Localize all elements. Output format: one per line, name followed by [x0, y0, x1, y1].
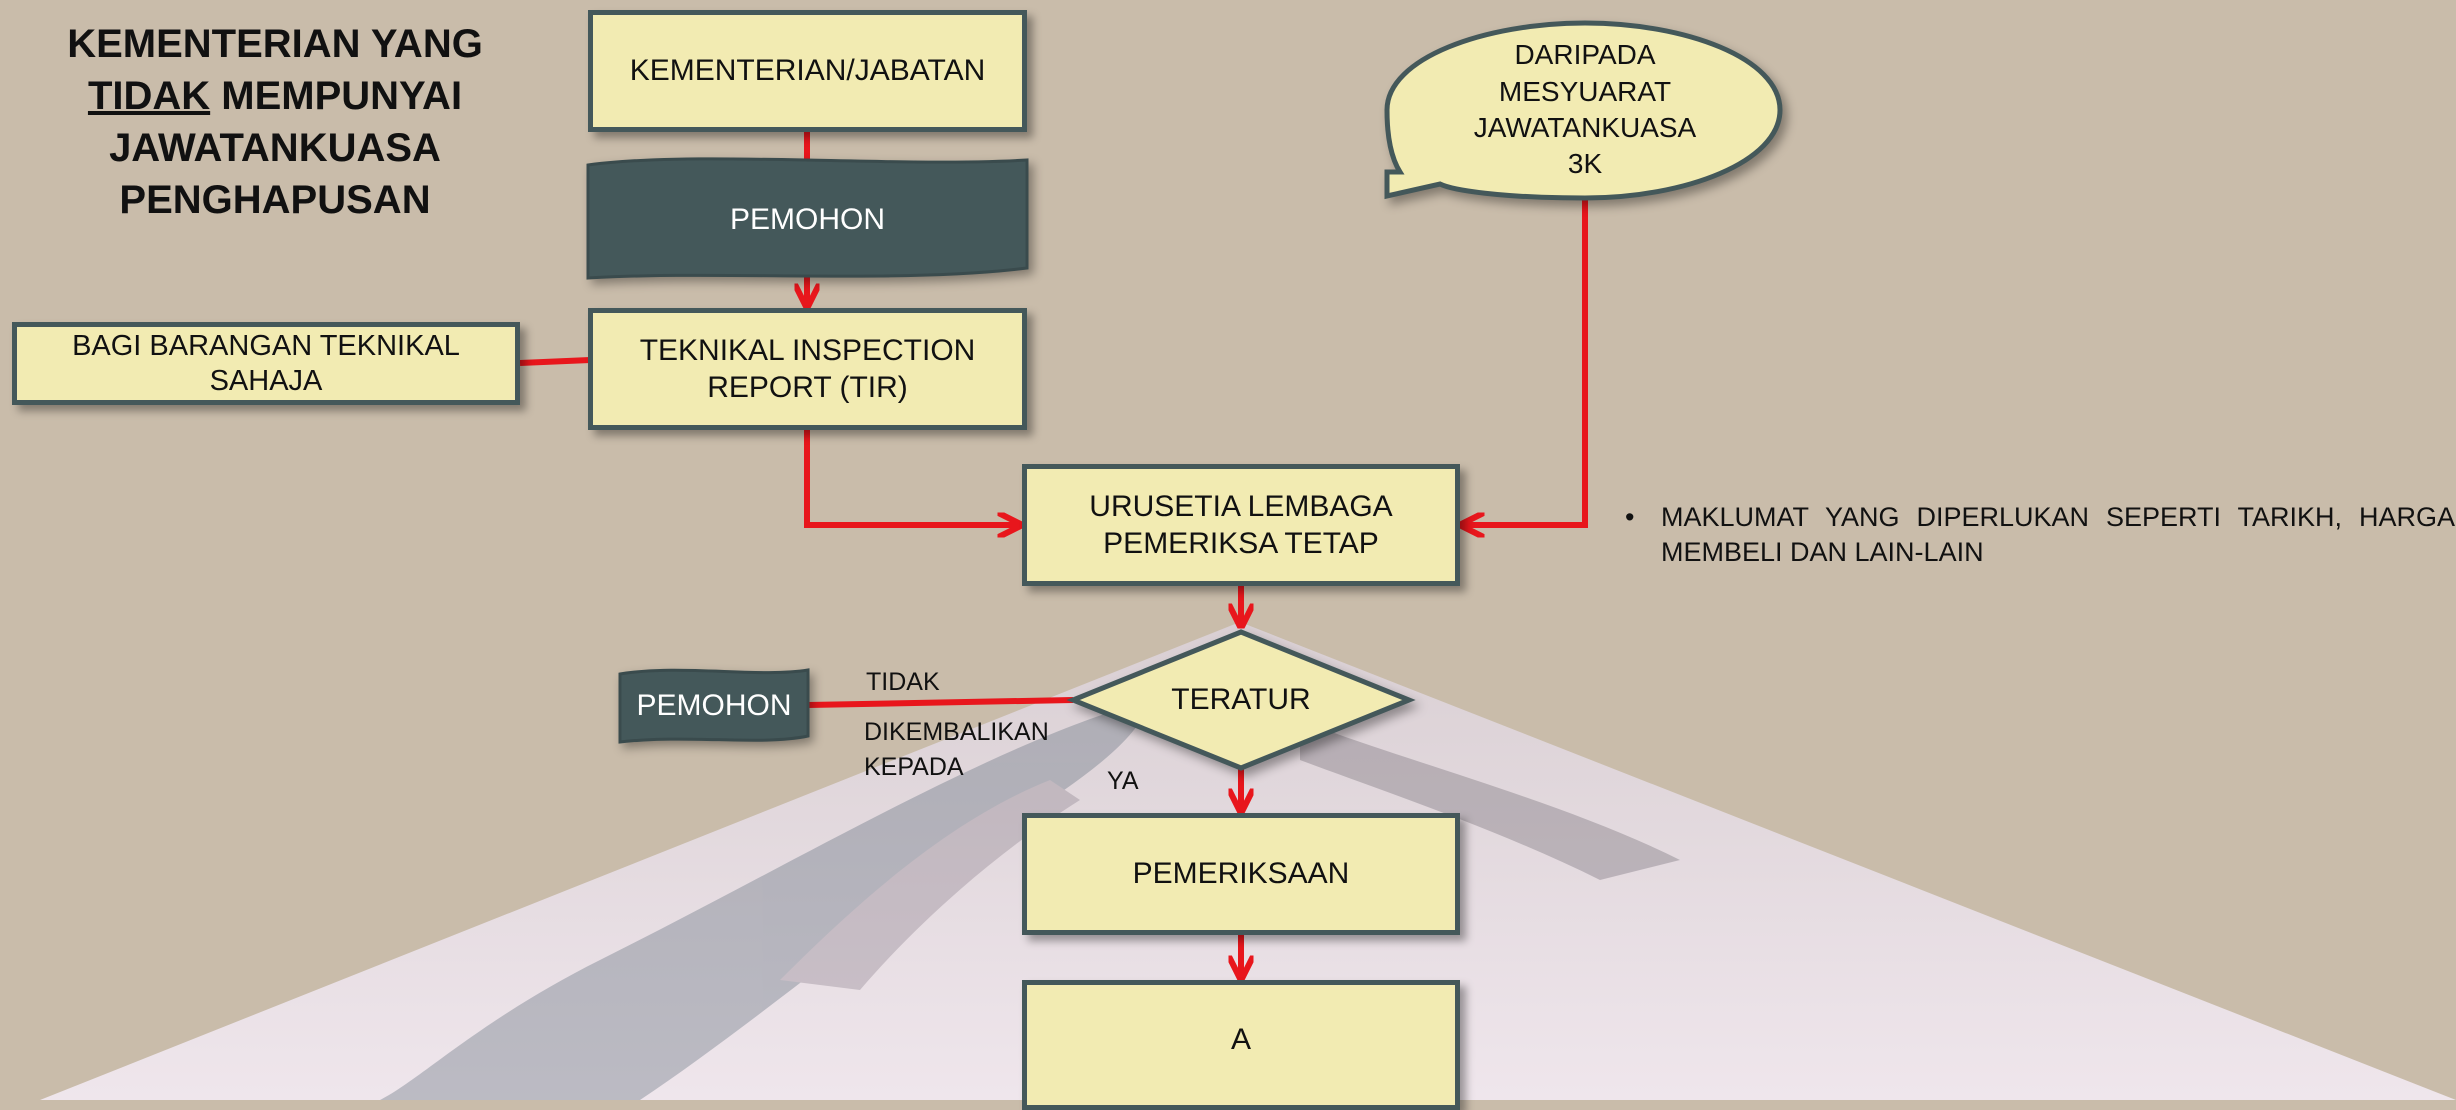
- tir-label: TEKNIKAL INSPECTION REPORT (TIR): [639, 333, 976, 405]
- urusetia-label: URUSETIA LEMBAGA PEMERIKSA TETAP: [1089, 489, 1393, 561]
- pemohon-left-text: PEMOHON: [636, 689, 792, 722]
- page-title-line4: PENGHAPUSAN: [119, 178, 431, 222]
- note-bullet: •: [1625, 502, 1635, 532]
- teratur-diamond-shape: [1066, 629, 1416, 771]
- page-title-line3: JAWATANKUASA: [109, 126, 441, 170]
- edge-label-dikembalikan: DIKEMBALIKAN KEPADA: [864, 718, 1049, 781]
- teratur-label: TERATUR: [1110, 675, 1372, 725]
- pemohon-top-shape: [586, 157, 1029, 280]
- pemeriksaan-box: PEMERIKSAAN: [1022, 813, 1460, 935]
- arrow-tir-urusetia: [804, 430, 1020, 525]
- connector-teratur-pemohon: [807, 697, 1074, 708]
- daripada-label: DARIPADA MESYUARAT JAWATANKUASA 3K: [1440, 35, 1730, 185]
- teratur-text: TERATUR: [1171, 683, 1311, 716]
- pemohon-left-label: PEMOHON: [620, 676, 808, 736]
- connector-bagi-barangan-tir: [519, 357, 591, 366]
- page-title-underlined-word: TIDAK: [87, 74, 211, 118]
- kementerian-jabatan-box: KEMENTERIAN/JABATAN: [588, 10, 1027, 132]
- arrow-daripada-urusetia: [1462, 198, 1588, 525]
- daripada-text: DARIPADA MESYUARAT JAWATANKUASA 3K: [1473, 39, 1697, 180]
- page-title-line2: TIDAK MEMPUNYAI: [40, 70, 510, 122]
- page-title-line2-rest: MEMPUNYAI: [210, 74, 463, 118]
- pemeriksaan-label: PEMERIKSAAN: [1132, 857, 1350, 891]
- bagi-barangan-box: BAGI BARANGAN TEKNIKAL SAHAJA: [12, 322, 520, 405]
- tir-box: TEKNIKAL INSPECTION REPORT (TIR): [588, 308, 1027, 430]
- pemohon-left-shape: [618, 668, 810, 744]
- bagi-barangan-label: BAGI BARANGAN TEKNIKAL SAHAJA: [72, 329, 460, 397]
- pemohon-top-label: PEMOHON: [588, 190, 1027, 250]
- side-note: • MAKLUMAT YANG DIPERLUKAN SEPERTI TARIK…: [1625, 500, 2455, 570]
- kementerian-jabatan-label: KEMENTERIAN/JABATAN: [629, 54, 986, 88]
- note-text: MAKLUMAT YANG DIPERLUKAN SEPERTI TARIKH,…: [1661, 502, 2455, 568]
- pemohon-top-text: PEMOHON: [729, 203, 885, 236]
- a-box: A: [1022, 980, 1460, 1110]
- page-title-line1: KEMENTERIAN YANG: [67, 22, 483, 66]
- edge-label-tidak: TIDAK: [866, 668, 940, 696]
- edge-label-ya: YA: [1107, 767, 1139, 795]
- a-label: A: [1230, 1023, 1251, 1057]
- urusetia-box: URUSETIA LEMBAGA PEMERIKSA TETAP: [1022, 464, 1460, 586]
- daripada-bubble-shape: [1384, 20, 1783, 201]
- page-title: KEMENTERIAN YANG TIDAK MEMPUNYAI JAWATAN…: [40, 18, 510, 226]
